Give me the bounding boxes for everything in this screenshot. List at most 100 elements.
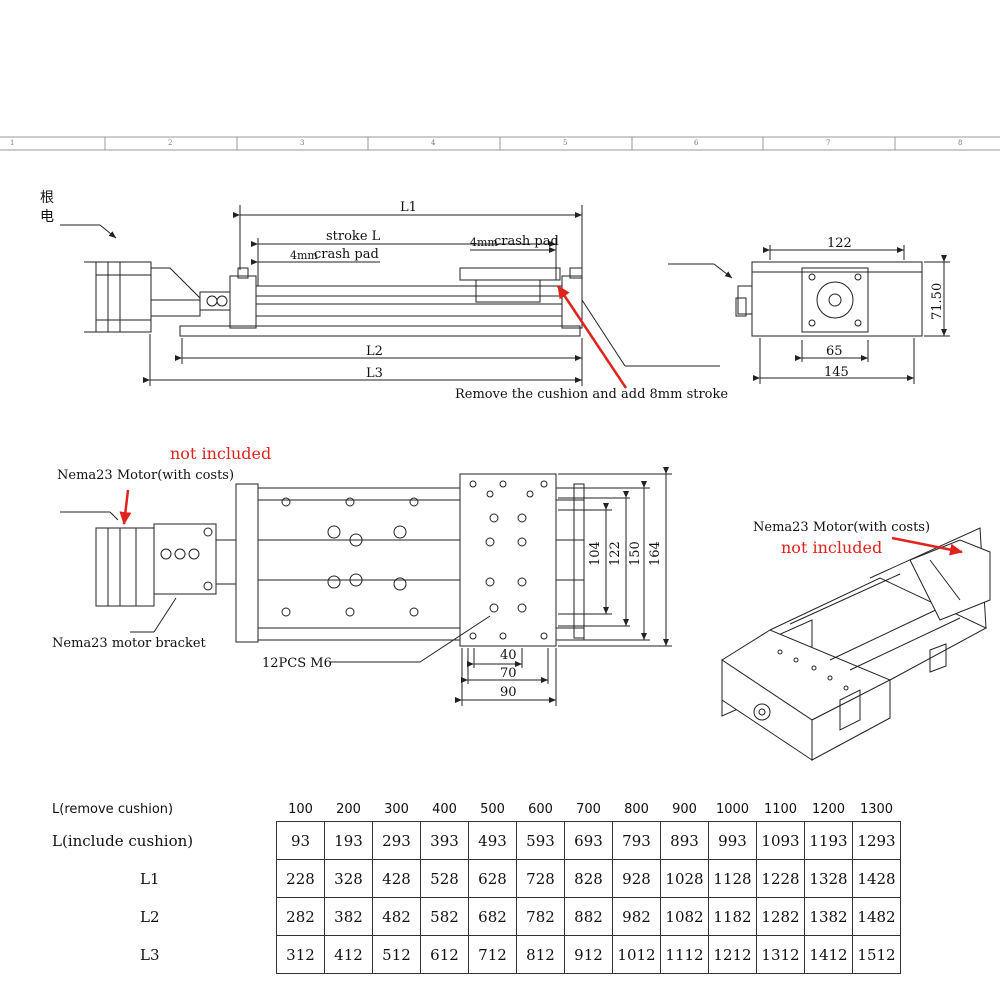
table-cell: 393	[420, 821, 469, 860]
table-cell: 1028	[660, 859, 709, 898]
table-cell: 1193	[804, 821, 853, 860]
dim-L3: L3	[366, 366, 383, 381]
table-row: L1 228 328 428 528 628 728 828 928 1028 …	[48, 859, 901, 898]
plan-end-plate	[235, 483, 259, 643]
table-cell: 1282	[756, 897, 805, 936]
crash-pad-left: crash pad	[314, 247, 379, 262]
dim-end-motor: 65	[826, 344, 843, 359]
table-cell: 693	[564, 821, 613, 860]
cushion-annotation: Remove the cushion and add 8mm stroke	[455, 387, 729, 402]
table-cell: 782	[516, 897, 565, 936]
crash-pad-right: crash pad	[494, 234, 559, 249]
table-cell: 1328	[804, 859, 853, 898]
row-label: L(include cushion)	[52, 831, 194, 850]
table-cell: 282	[276, 897, 325, 936]
table-cell: 593	[516, 821, 565, 860]
motor-red-arrow-iso	[891, 536, 963, 556]
table-cell: 828	[564, 859, 613, 898]
table-cell: 912	[564, 935, 613, 974]
spec-header-value: 1000	[715, 801, 750, 817]
table-cell: 812	[516, 935, 565, 974]
not-included-label: not included	[170, 444, 272, 463]
table-cell: 712	[468, 935, 517, 974]
table-cell: 293	[372, 821, 421, 860]
table-cell: 1428	[852, 859, 901, 898]
rail	[255, 285, 563, 297]
table-cell: 412	[324, 935, 373, 974]
crash-pad-left-mm: 4mm	[290, 249, 318, 262]
table-cell: 628	[468, 859, 517, 898]
motor-body	[95, 261, 152, 333]
ruler-number: 7	[826, 139, 831, 147]
table-row: L3 312 412 512 612 712 812 912 1012 1112…	[48, 935, 901, 974]
plan-carriage	[459, 473, 557, 647]
motor-red-arrow-left	[119, 489, 132, 525]
carriage	[475, 279, 541, 303]
table-cell: 682	[468, 897, 517, 936]
iso-motor	[909, 539, 991, 621]
table-cell: 1112	[660, 935, 709, 974]
table-cell: 1212	[708, 935, 757, 974]
spec-header-value: 100	[288, 801, 313, 817]
table-row: L2 282 382 482 582 682 782 882 982 1082 …	[48, 897, 901, 936]
dim-104: 104	[588, 541, 603, 566]
table-cell: 528	[420, 859, 469, 898]
bracket-label: Nema23 motor bracket	[52, 636, 206, 651]
table-cell: 493	[468, 821, 517, 860]
spec-header-label: L(remove cushion)	[52, 801, 174, 817]
dim-164: 164	[648, 541, 663, 566]
table-cell: 1093	[756, 821, 805, 860]
dim-end-width: 145	[824, 365, 849, 380]
spec-header-value: 200	[336, 801, 361, 817]
spec-header-value: 500	[480, 801, 505, 817]
dim-90: 90	[500, 685, 517, 700]
dim-70: 70	[500, 666, 517, 681]
dim-stroke: stroke L	[326, 229, 381, 244]
table-cell: 228	[276, 859, 325, 898]
spec-header-value: 600	[528, 801, 553, 817]
end-view-body	[751, 261, 923, 337]
table-row: L(include cushion) 93 193 293 393 493 59…	[48, 821, 901, 860]
spec-header-value: 1300	[859, 801, 894, 817]
ruler-number: 5	[563, 139, 568, 147]
ruler-number: 6	[694, 139, 699, 147]
spec-header-value: 800	[624, 801, 649, 817]
table-cell: 993	[708, 821, 757, 860]
table-cell: 382	[324, 897, 373, 936]
end-plate-right	[561, 275, 583, 329]
table-cell: 1082	[660, 897, 709, 936]
table-cell: 93	[276, 821, 325, 860]
table-cell: 1382	[804, 897, 853, 936]
table-cell: 193	[324, 821, 373, 860]
table-cell: 328	[324, 859, 373, 898]
ruler-number: 2	[168, 139, 173, 147]
end-view	[668, 245, 950, 384]
spec-header-value: 1100	[763, 801, 798, 817]
dim-150: 150	[628, 541, 643, 566]
base	[179, 325, 581, 337]
crash-pad-right-mm: 4mm	[470, 236, 498, 249]
coupling	[199, 291, 231, 311]
table-cell: 1128	[708, 859, 757, 898]
dim-end-height: 71.50	[930, 282, 945, 320]
red-annotation-arrow	[556, 285, 628, 389]
spec-header-value: 300	[384, 801, 409, 817]
ruler-number: 1	[10, 139, 15, 147]
spec-header-value: 700	[576, 801, 601, 817]
table-cell: 1412	[804, 935, 853, 974]
iso-motor-label: Nema23 Motor(with costs)	[753, 520, 931, 535]
end-plate-left	[229, 275, 257, 329]
table-cell: 312	[276, 935, 325, 974]
table-cell: 512	[372, 935, 421, 974]
table-cell: 1228	[756, 859, 805, 898]
dim-40: 40	[500, 648, 517, 663]
plan-bracket	[153, 523, 217, 595]
side-view	[60, 205, 720, 386]
table-cell: 1312	[756, 935, 805, 974]
dim-122: 122	[608, 541, 623, 566]
table-cell: 928	[612, 859, 661, 898]
spec-header-row: L(remove cushion) 100 200 300 400 500 60…	[48, 797, 901, 822]
table-cell: 882	[564, 897, 613, 936]
cn-mark: 根	[40, 190, 54, 206]
dim-L2: L2	[366, 344, 383, 359]
